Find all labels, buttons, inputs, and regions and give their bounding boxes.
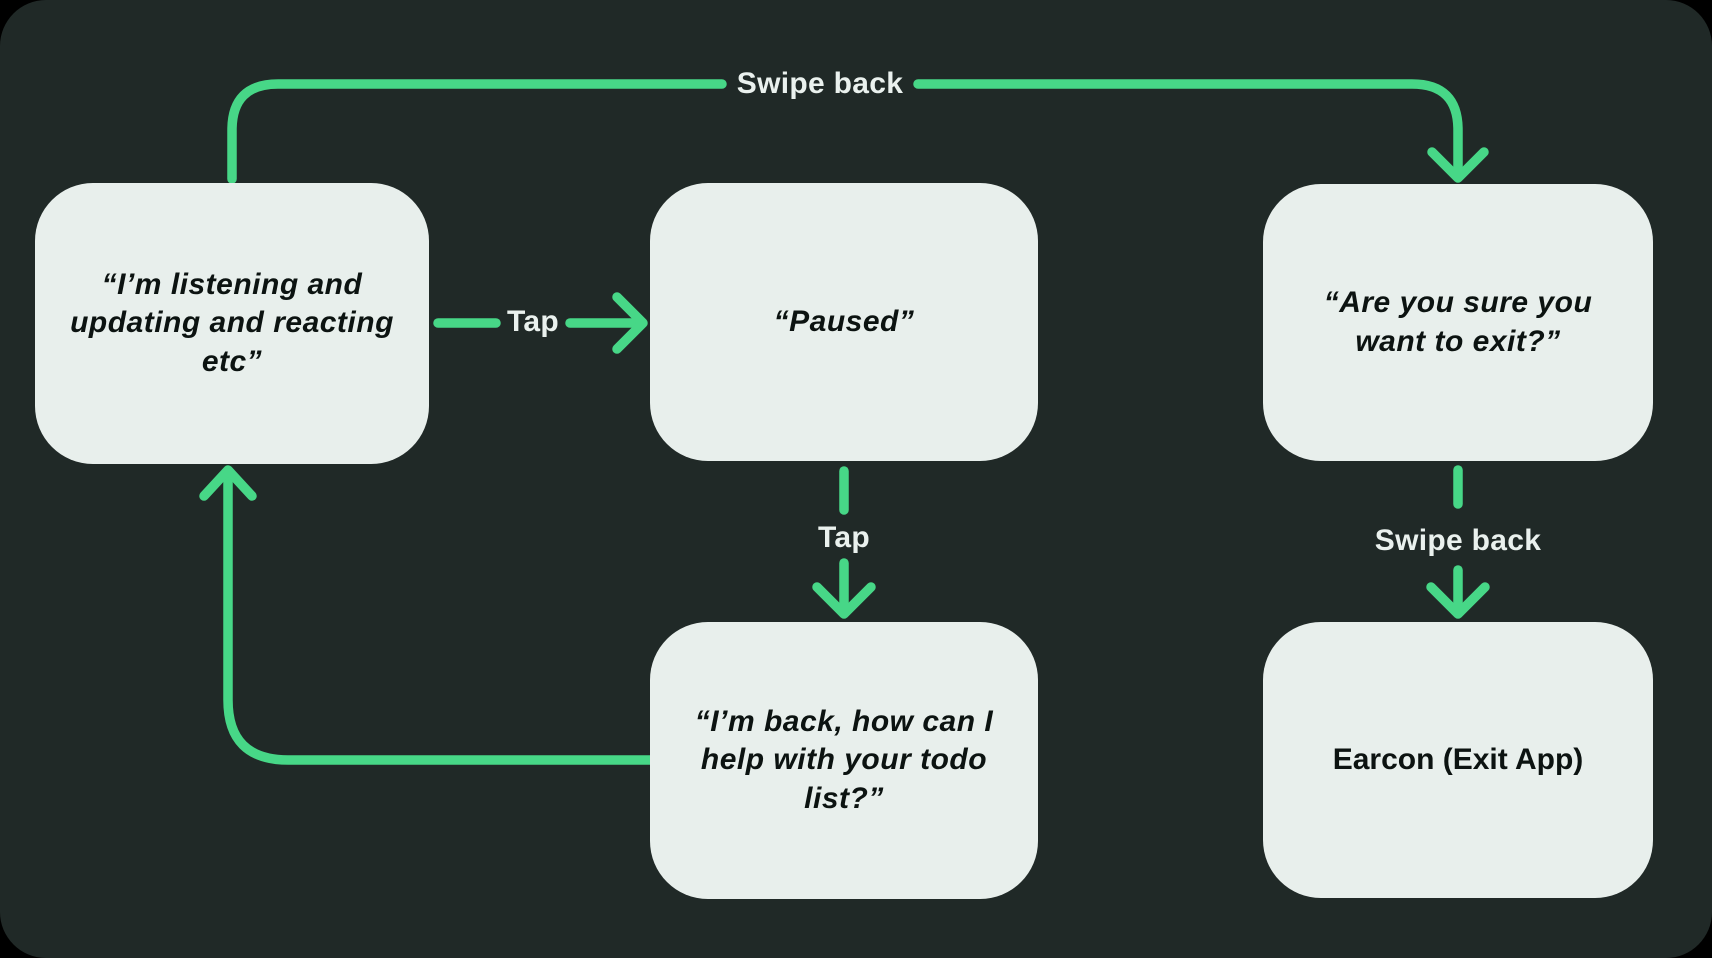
- arrowhead-down-icon: [1427, 147, 1489, 183]
- edge-label-tap-horizontal: Tap: [506, 305, 560, 338]
- arrowhead-down-icon: [812, 582, 876, 619]
- arrowhead-right-icon: [612, 292, 648, 354]
- edge-swipe-back-top-left-segment: [227, 79, 727, 184]
- edge-label-swipe-back-top: Swipe back: [736, 67, 904, 100]
- arrowhead-down-icon: [1426, 582, 1490, 619]
- arrowhead-up-icon: [199, 465, 257, 501]
- edge-label-swipe-back-right: Swipe back: [1374, 524, 1542, 557]
- node-text: “Paused”: [773, 304, 915, 338]
- node-paused-state: “Paused”: [650, 183, 1038, 461]
- node-back-greeting-state: “I’m back, how can I help with your todo…: [650, 622, 1038, 899]
- node-text: Earcon (Exit App): [1332, 742, 1584, 776]
- edge-return-loop: [223, 471, 655, 765]
- node-confirm-exit-state: “Are you sure you want to exit?”: [1263, 184, 1653, 461]
- edge-swipe-back-top-right-segment: [913, 79, 1463, 177]
- node-earcon-exit-state: Earcon (Exit App): [1263, 622, 1653, 898]
- node-text: “I’m listening and updating and reacting…: [70, 267, 394, 378]
- node-listening-state: “I’m listening and updating and reacting…: [35, 183, 429, 464]
- edge-label-tap-vertical: Tap: [817, 521, 871, 554]
- node-text: “I’m back, how can I help with your todo…: [694, 704, 994, 815]
- node-text: “Are you sure you want to exit?”: [1323, 286, 1593, 358]
